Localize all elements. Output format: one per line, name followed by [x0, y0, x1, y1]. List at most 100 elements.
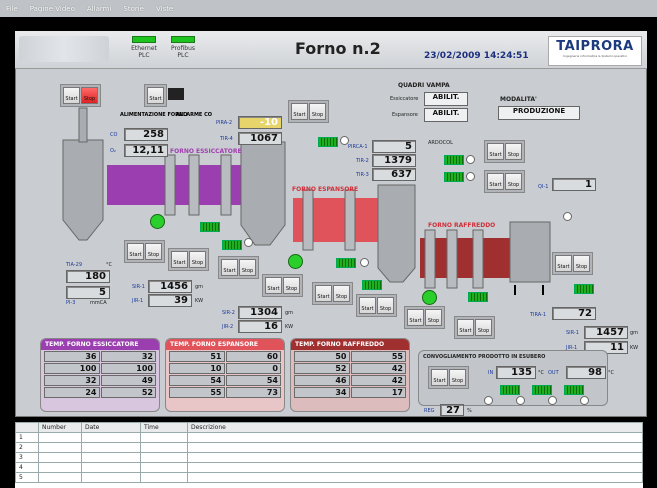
- pump16-start-button[interactable]: Start: [127, 243, 144, 260]
- col-descrizione[interactable]: Descrizione: [187, 422, 643, 433]
- valve-11-icon: [360, 258, 369, 267]
- pira2-tag: PIRA-2: [216, 120, 233, 126]
- panel-essiccatore-title: TEMP. FORNO ESSICCATORE: [41, 339, 159, 350]
- menu-bar: File Pagine Video Allarmi Storie Viste: [0, 0, 657, 17]
- raf-cell-2-0: 46: [294, 375, 350, 386]
- jir2-value: 16: [238, 320, 282, 333]
- sir1-unit: gm: [195, 284, 204, 290]
- pump12-start-stop: Start Stop: [262, 274, 303, 297]
- conv-valve-1-icon: [484, 396, 493, 405]
- convoglia-start-button[interactable]: Start: [431, 369, 448, 386]
- valve-ardocol-icon: [466, 155, 475, 164]
- pump12-stop-button[interactable]: Stop: [283, 277, 300, 294]
- pump16-stop-button[interactable]: Stop: [145, 243, 162, 260]
- table-row[interactable]: 5: [15, 472, 643, 483]
- pump08-start-button[interactable]: Start: [359, 297, 376, 314]
- pump15-stop-button[interactable]: Stop: [189, 251, 206, 268]
- sir2-unit: gm: [285, 310, 294, 316]
- out-label: OUT: [548, 370, 559, 376]
- esp-cell-2-1: 54: [225, 375, 281, 386]
- forno-espansore-label: FORNO ESPANSORE: [292, 186, 359, 193]
- jir2-unit: KW: [285, 324, 294, 330]
- convogliamento-title: CONVOGLIAMENTO PRODOTTO IN ESUBERO: [423, 354, 546, 360]
- table-row[interactable]: 3: [15, 452, 643, 463]
- motor-ardocol-2-icon: [444, 172, 464, 182]
- pump11-stop-button[interactable]: Stop: [333, 285, 350, 302]
- esp-cell-0-0: 51: [169, 351, 225, 362]
- feeder-start-button[interactable]: Start: [63, 87, 80, 104]
- pump13-start-stop: Start Stop: [288, 100, 329, 123]
- ardocol-label: ARDOCOL: [428, 140, 453, 146]
- pump03-stop-button[interactable]: Stop: [475, 319, 492, 336]
- pump14-start-button[interactable]: Start: [221, 259, 238, 276]
- datetime: 23/02/2009 14:24:51: [424, 51, 529, 61]
- ardocol2-start-button[interactable]: Start: [487, 173, 504, 190]
- jir3-unit: KW: [630, 345, 639, 351]
- essiccatore-label: Essiccatore: [390, 96, 419, 102]
- blurred-logo: [19, 36, 109, 62]
- allarme-co-label: ALLARME CO: [176, 112, 213, 118]
- table-row[interactable]: 4: [15, 462, 643, 473]
- alarm-start-button[interactable]: Start: [147, 87, 164, 104]
- pump11-start-button[interactable]: Start: [315, 285, 332, 302]
- sir3-tag: SIR-1: [566, 330, 579, 336]
- reg-label: REG: [424, 408, 435, 414]
- menu-file[interactable]: File: [6, 4, 18, 13]
- pira2-value: -10: [238, 116, 282, 129]
- menu-storie[interactable]: Storie: [123, 4, 144, 13]
- ardocol2-stop-button[interactable]: Stop: [505, 173, 522, 190]
- ess-cell-0-0: 36: [44, 351, 100, 362]
- raf-cell-3-1: 17: [350, 387, 406, 398]
- pump08-stop-button[interactable]: Stop: [377, 297, 394, 314]
- ess-cell-0-1: 32: [100, 351, 156, 362]
- pump06-stop-button[interactable]: Stop: [425, 309, 442, 326]
- ess-cell-3-0: 24: [44, 387, 100, 398]
- conv-valve-2-icon: [516, 396, 525, 405]
- pump14-start-stop: Start Stop: [218, 256, 259, 279]
- col-date[interactable]: Date: [81, 422, 141, 433]
- pump02-start-button[interactable]: Start: [555, 255, 572, 272]
- in-label: IN: [488, 370, 494, 376]
- pump13-stop-button[interactable]: Stop: [309, 103, 326, 120]
- feeder-stop-button[interactable]: Stop: [81, 87, 98, 104]
- pirca1-value: 5: [372, 140, 416, 153]
- esp-cell-0-1: 60: [225, 351, 281, 362]
- convoglia-stop-button[interactable]: Stop: [449, 369, 466, 386]
- table-row[interactable]: 2: [15, 442, 643, 453]
- pump02-stop-button[interactable]: Stop: [573, 255, 590, 272]
- pump02-start-stop: Start Stop: [552, 252, 593, 275]
- tia29-tag: TIA-29: [66, 262, 83, 268]
- event-log: Number Date Time Descrizione 1 2 3 4 5: [15, 422, 643, 488]
- menu-pagine-video[interactable]: Pagine Video: [29, 4, 75, 13]
- col-number[interactable]: Number: [38, 422, 82, 433]
- convoglia-start-stop: Start Stop: [428, 366, 469, 389]
- menu-viste[interactable]: Viste: [156, 4, 174, 13]
- alarm-start: Start: [144, 84, 167, 107]
- fan-raf-icon: [422, 290, 437, 305]
- pirca1-tag: PIRCA-1: [348, 144, 368, 150]
- pump15-start-button[interactable]: Start: [171, 251, 188, 268]
- col-time[interactable]: Time: [140, 422, 188, 433]
- pump06-start-button[interactable]: Start: [407, 309, 424, 326]
- ethernet-led: [132, 36, 156, 43]
- tir4-value: 1067: [238, 132, 282, 145]
- conv-motor-1-icon: [500, 385, 520, 395]
- in-temp-unit: °C: [538, 370, 544, 376]
- tia29-value: 180: [66, 270, 110, 283]
- pump13-start-button[interactable]: Start: [291, 103, 308, 120]
- ardocol-stop-button[interactable]: Stop: [505, 143, 522, 160]
- ardocol-start-button[interactable]: Start: [487, 143, 504, 160]
- table-row[interactable]: 1: [15, 432, 643, 443]
- pump03-start-button[interactable]: Start: [457, 319, 474, 336]
- motor-08-icon: [362, 280, 382, 290]
- pump14-stop-button[interactable]: Stop: [239, 259, 256, 276]
- event-table: Number Date Time Descrizione 1 2 3 4 5: [15, 422, 643, 483]
- pump08-start-stop: Start Stop: [356, 294, 397, 317]
- pump16-start-stop: Start Stop: [124, 240, 165, 263]
- sir2-value: 1304: [238, 306, 282, 319]
- menu-allarmi[interactable]: Allarmi: [86, 4, 112, 13]
- pump12-start-button[interactable]: Start: [265, 277, 282, 294]
- page-title: Forno n.2: [295, 39, 381, 58]
